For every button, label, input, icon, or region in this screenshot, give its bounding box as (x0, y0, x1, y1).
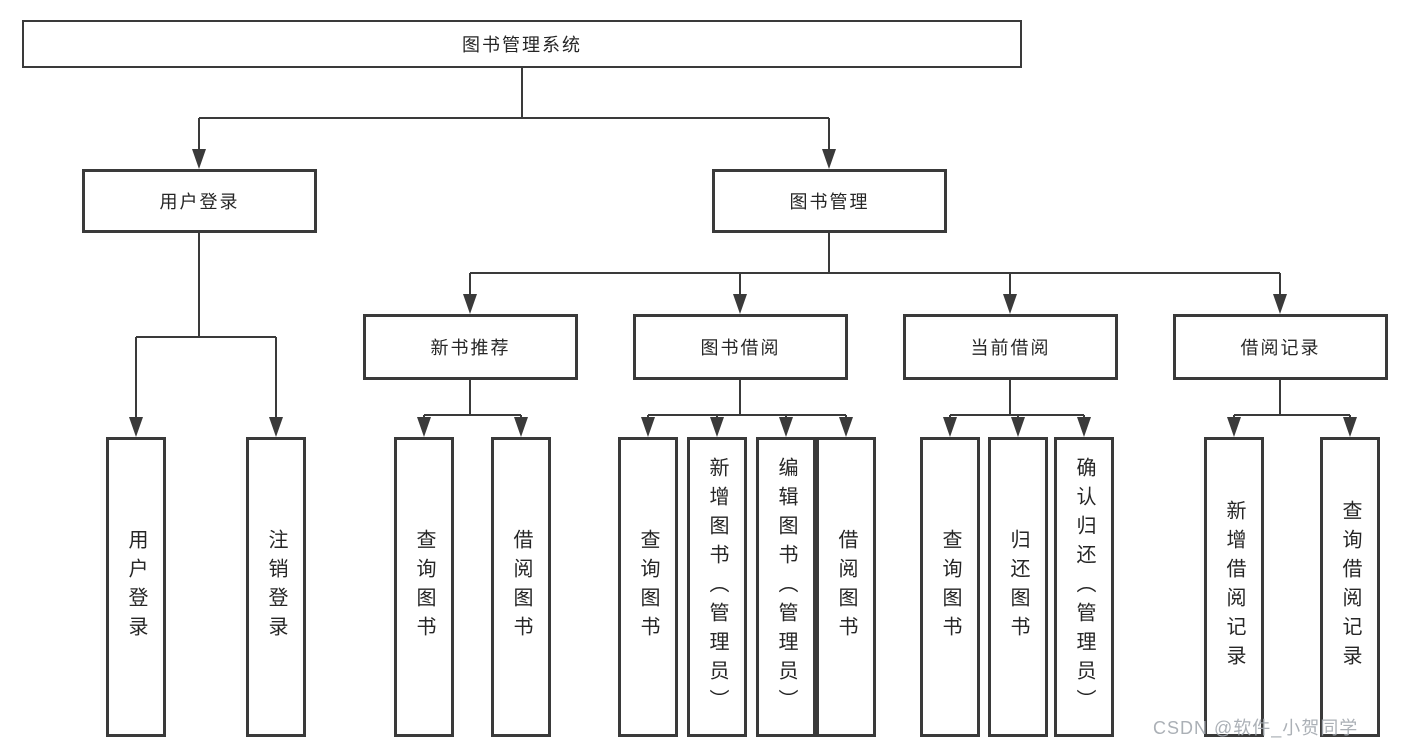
node-current-borrow: 当前借阅 (903, 314, 1118, 380)
node-new-book-recommend: 新书推荐 (363, 314, 578, 380)
leaf-query-books-recommend: 查询图书 (394, 437, 454, 737)
leaf-confirm-return-admin: 确认归还（管理员） (1054, 437, 1114, 737)
leaf-borrow-books: 借阅图书 (816, 437, 876, 737)
node-book-management: 图书管理 (712, 169, 947, 233)
leaf-borrow-books-recommend: 借阅图书 (491, 437, 551, 737)
leaf-return-books: 归还图书 (988, 437, 1048, 737)
leaf-query-borrow-record: 查询借阅记录 (1320, 437, 1380, 737)
node-user-login: 用户登录 (82, 169, 317, 233)
leaf-add-books-admin: 新增图书（管理员） (687, 437, 747, 737)
node-book-borrow: 图书借阅 (633, 314, 848, 380)
node-borrow-records: 借阅记录 (1173, 314, 1388, 380)
leaf-edit-books-admin: 编辑图书（管理员） (756, 437, 816, 737)
node-root-system: 图书管理系统 (22, 20, 1022, 68)
leaf-logout: 注销登录 (246, 437, 306, 737)
csdn-watermark: CSDN @软件_小贺同学 (1153, 718, 1359, 738)
leaf-query-books-current: 查询图书 (920, 437, 980, 737)
leaf-query-books-borrow: 查询图书 (618, 437, 678, 737)
leaf-user-login: 用户登录 (106, 437, 166, 737)
leaf-add-borrow-record: 新增借阅记录 (1204, 437, 1264, 737)
